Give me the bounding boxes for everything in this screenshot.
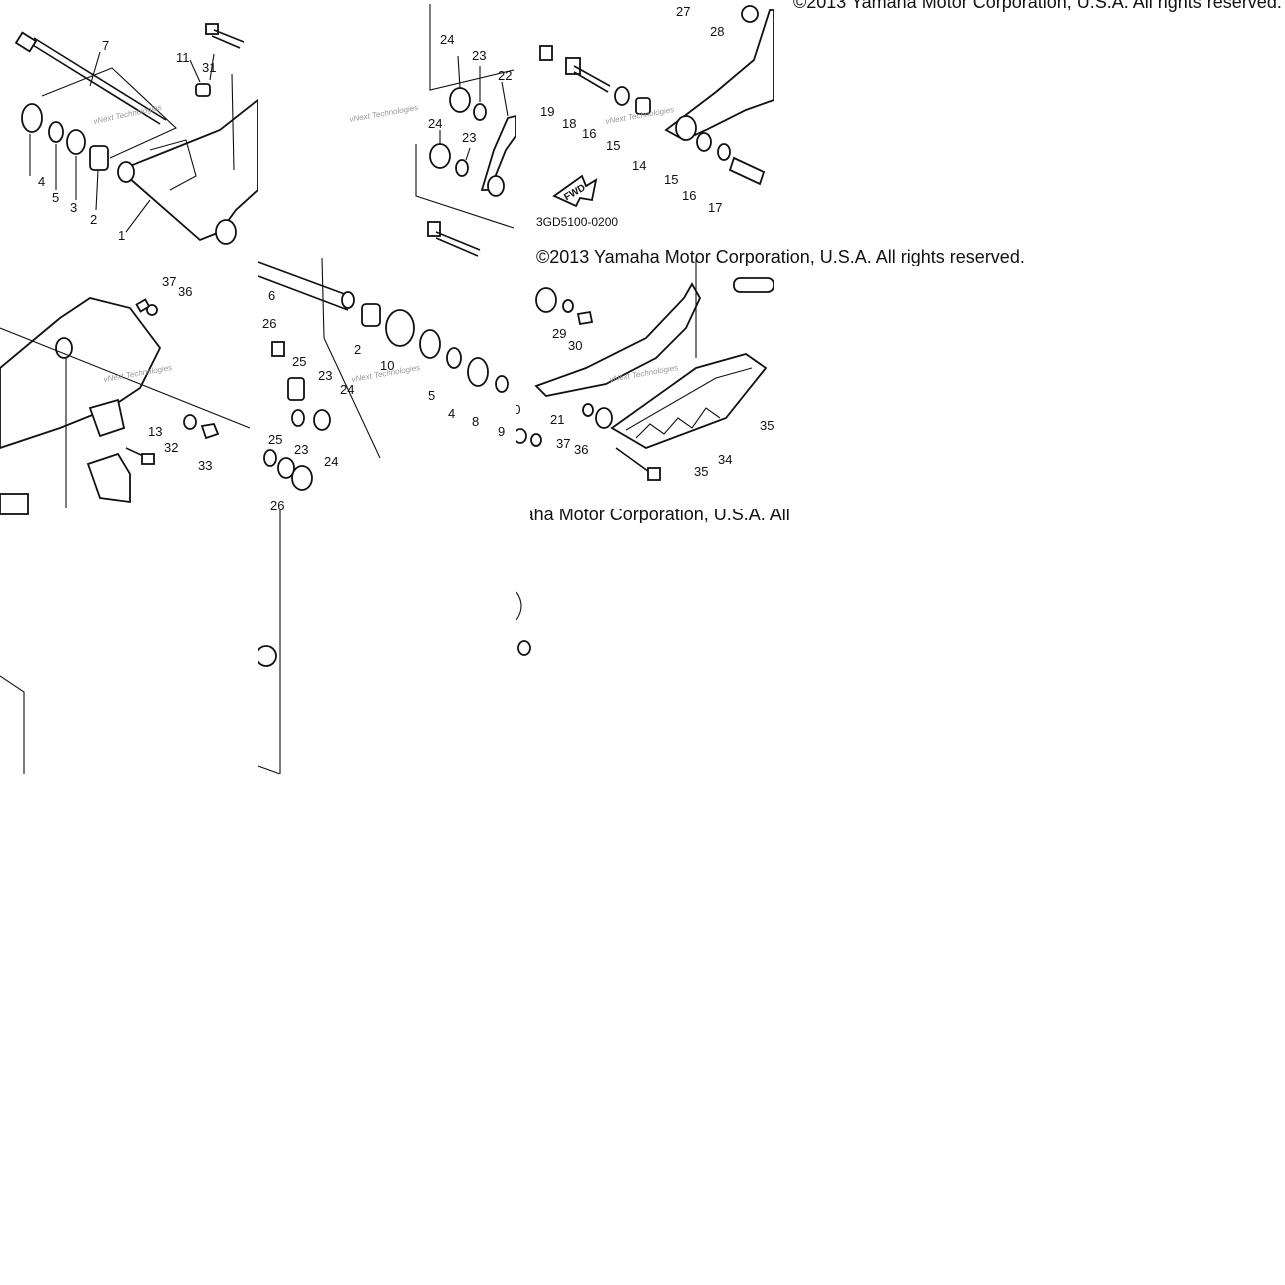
callout-32: 32 [164, 440, 178, 455]
diagram-code: 3GD5100-0200 [536, 215, 618, 229]
callout-23: 23 [472, 48, 486, 63]
callout-35b: 35 [760, 418, 774, 433]
callout-35: 35 [694, 464, 708, 479]
diagram-tile-chain-guard: 29 30 20 21 37 36 34 35 35 vNext Technol… [516, 258, 774, 516]
callout-36: 36 [178, 284, 192, 299]
callout-10: 10 [380, 358, 394, 373]
callout-23d: 23 [294, 442, 308, 457]
callout-4b: 4 [448, 406, 455, 421]
diagram-tile-bottom-right [516, 516, 536, 774]
callout-13: 13 [148, 424, 162, 439]
copyright-notice-bottom: ©2013 Yamaha Motor Corporation, U.S.A. A… [530, 505, 790, 523]
callout-5: 5 [52, 190, 59, 205]
callout-17: 17 [708, 200, 722, 215]
callout-6: 6 [268, 288, 275, 303]
callout-30: 30 [568, 338, 582, 353]
callout-22: 22 [498, 68, 512, 83]
callout-23c: 23 [318, 368, 332, 383]
watermark: vNext Technologies [93, 103, 163, 126]
callout-24c: 24 [340, 382, 354, 397]
callout-21: 21 [550, 412, 564, 427]
callout-24: 24 [440, 32, 454, 47]
callout-5b: 5 [428, 388, 435, 403]
callout-31: 31 [202, 60, 216, 75]
diagram-tile-connecting-rod: FWD 3GD5100-0200 19 18 16 15 14 15 16 17… [516, 0, 774, 258]
callout-23b: 23 [462, 130, 476, 145]
callout-25: 25 [292, 354, 306, 369]
callout-2b: 2 [354, 342, 361, 357]
callout-37b: 37 [556, 436, 570, 451]
callout-20: 20 [516, 402, 520, 417]
callout-37: 37 [162, 274, 176, 289]
diagram-tile-pivot-shaft: 6 26 2 10 5 4 8 9 25 23 24 25 23 24 26 v… [258, 258, 516, 516]
callout-2: 2 [90, 212, 97, 227]
callout-24d: 24 [324, 454, 338, 469]
callout-1: 1 [118, 228, 125, 243]
callout-16: 16 [582, 126, 596, 141]
callout-14: 14 [632, 158, 646, 173]
callout-15: 15 [606, 138, 620, 153]
callout-15b: 15 [664, 172, 678, 187]
callout-16b: 16 [682, 188, 696, 203]
callout-36b: 36 [574, 442, 588, 457]
callout-26b: 26 [270, 498, 284, 513]
callout-28: 28 [710, 24, 724, 39]
copyright-notice-middle: ©2013 Yamaha Motor Corporation, U.S.A. A… [536, 247, 1025, 267]
callout-29: 29 [552, 326, 566, 341]
callout-19: 19 [540, 104, 554, 119]
callout-26: 26 [262, 316, 276, 331]
diagram-tile-bottom-middle [258, 516, 516, 774]
callout-3: 3 [70, 200, 77, 215]
watermark: vNext Technologies [349, 103, 419, 124]
copyright-notice-top: ©2013 Yamaha Motor Corporation, U.S.A. A… [793, 0, 1282, 12]
callout-24b: 24 [428, 116, 442, 131]
callout-34: 34 [718, 452, 732, 467]
callout-7: 7 [102, 38, 109, 53]
diagram-tile-bottom-left [0, 516, 258, 774]
callout-9: 9 [498, 424, 505, 439]
callout-27: 27 [676, 4, 690, 19]
callout-25b: 25 [268, 432, 282, 447]
callout-18: 18 [562, 116, 576, 131]
diagram-tile-relay-arm: 24 23 22 24 23 12 vNext Technologies [258, 0, 516, 258]
callout-11: 11 [176, 50, 190, 65]
callout-33: 33 [198, 458, 212, 473]
diagram-tile-swingarm-rear: 37 36 13 32 33 vNext Technologies [0, 258, 258, 516]
callout-4: 4 [38, 174, 45, 189]
callout-8: 8 [472, 414, 479, 429]
diagram-tile-swingarm-front: 4 5 3 2 1 7 11 31 vNext Technologies [0, 0, 258, 258]
